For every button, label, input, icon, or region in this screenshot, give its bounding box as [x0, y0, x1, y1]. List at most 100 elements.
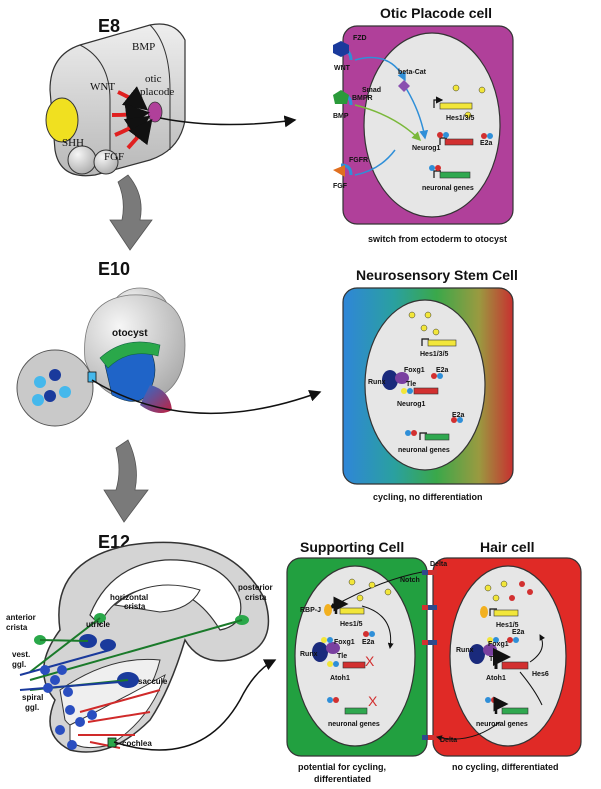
stem-runx: [382, 370, 398, 390]
supporting-caption-1: potential for cycling,: [298, 762, 386, 772]
supporting-foxg1-label: Foxg1: [334, 639, 355, 646]
utricle-label: utricle: [86, 620, 111, 629]
stem-hes-gene: [427, 339, 457, 347]
hair-hes-gene: [493, 609, 519, 617]
otic-beta-cat-label: beta-Cat: [398, 69, 427, 76]
bmp-ligand: [333, 90, 349, 104]
fgf-label: FGF: [104, 151, 124, 163]
supporting-runx-label: Runx: [300, 651, 318, 658]
supporting-atoh1-label: Atoh1: [330, 675, 350, 682]
stem-hes-label: Hes1/3/5: [420, 351, 449, 358]
progression-arrow-2: [103, 439, 149, 523]
hair-cell-panel: Hair cell Delta Delta Hes1/5 Runx Foxg1: [428, 539, 582, 772]
hair-tle-label: Tle: [489, 656, 499, 663]
otic-fzd-label: FZD: [353, 35, 367, 42]
spiral-ggl-label-1: spiral: [22, 693, 43, 702]
hair-panel-title: Hair cell: [480, 539, 534, 555]
supporting-neuronal-genes-label: neuronal genes: [328, 721, 380, 728]
otic-bmp-label: BMP: [333, 113, 349, 120]
supporting-hes-label: Hes1/5: [340, 621, 363, 628]
posterior-crista-label-1: posterior: [238, 583, 273, 592]
otic-neurog1-label: Neurog1: [412, 145, 441, 152]
stem-e2a-label-1: E2a: [436, 367, 449, 374]
hair-e2a-label: E2a: [512, 629, 525, 636]
stem-runx-label: Runx: [368, 379, 386, 386]
horizontal-crista-label-2: crista: [124, 602, 146, 611]
stem-e2a-label-2: E2a: [452, 412, 465, 419]
e10-otocyst: E10 otocyst: [16, 259, 322, 427]
stem-neurog1-gene: [413, 387, 439, 395]
otic-bmpr-label: BMPR: [352, 95, 373, 102]
hair-neuronal-genes-label: neuronal genes: [476, 721, 528, 728]
stage-label-e8: E8: [98, 16, 120, 36]
supporting-runx: [312, 642, 328, 662]
hair-foxg1-label: Foxg1: [488, 641, 509, 648]
supporting-notch-label: Notch: [400, 577, 420, 584]
supporting-tle-label: Tle: [337, 653, 347, 660]
otic-fgfr-label: FGFR: [349, 157, 368, 164]
hair-hes-label: Hes1/5: [496, 622, 519, 629]
otic-neurog1-gene: [439, 137, 474, 146]
neurosensory-stem-panel: Neurosensory Stem Cell Hes1/3/5 Runx Fox…: [342, 267, 518, 502]
hair-atoh1-gene: [501, 661, 529, 670]
vest-ggl-label-2: ggl.: [12, 660, 26, 669]
otic-placode-label-1: otic: [145, 73, 162, 85]
posterior-crista-label-2: crista: [245, 593, 267, 602]
shh-label: SHH: [62, 137, 84, 149]
hair-delta-bottom-label: Delta: [440, 737, 457, 744]
supporting-hes-gene: [339, 607, 365, 615]
shh-source: [45, 97, 79, 143]
hair-runx-label: Runx: [456, 647, 474, 654]
hair-atoh1-label: Atoh1: [486, 675, 506, 682]
stem-neuronal-genes-label: neuronal genes: [398, 447, 450, 454]
saccule-label: saccule: [138, 677, 168, 686]
supporting-atoh1-gene: [342, 661, 366, 669]
arrow-to-stem-panel: [91, 379, 322, 415]
supporting-x-1: X: [365, 653, 375, 669]
otic-neuronal-genes-label: neuronal genes: [422, 185, 474, 192]
otic-placode-spot: [147, 101, 163, 123]
stem-tle-label: Tle: [406, 381, 416, 388]
arrow-to-supporting-panel: [113, 659, 277, 751]
hair-neuronal-genes: [501, 707, 529, 715]
supporting-neuronal-genes: [344, 707, 368, 715]
supporting-e2a-label: E2a: [362, 639, 375, 646]
supporting-panel-title: Supporting Cell: [300, 539, 404, 555]
hair-hes6-label: Hes6: [532, 671, 549, 678]
otic-caption: switch from ectoderm to otocyst: [368, 234, 507, 244]
e12-inner-ear: E12 anterior cr: [6, 532, 277, 753]
spiral-ggl-label-2: ggl.: [25, 703, 39, 712]
stem-foxg1-label: Foxg1: [404, 367, 425, 374]
supporting-caption-2: differentiated: [314, 774, 371, 784]
otocyst-label: otocyst: [112, 328, 148, 339]
otic-wnt-label: WNT: [334, 65, 351, 72]
supporting-rbpj-label: RBP-J: [300, 607, 321, 614]
anterior-crista-label-1: anterior: [6, 613, 36, 622]
otic-hes-label: Hes1/3/5: [446, 115, 475, 122]
wnt-label: WNT: [90, 81, 115, 93]
bmp-label: BMP: [132, 41, 155, 53]
otic-hes-gene: [433, 96, 473, 110]
stem-neurog1-label: Neurog1: [397, 401, 426, 408]
hair-delta-top-label: Delta: [430, 561, 447, 568]
ganglion-disk: [16, 349, 94, 427]
supporting-rbpj: [324, 604, 332, 616]
horizontal-crista-label-1: horizontal: [110, 593, 148, 602]
cochlea-label: cochlea: [122, 739, 152, 748]
otic-neuronal-genes: [433, 170, 471, 179]
otic-e2a-label: E2a: [480, 140, 493, 147]
hair-caption: no cycling, differentiated: [452, 762, 559, 772]
arrow-to-otic-panel: [159, 115, 297, 128]
otic-fgf-label: FGF: [333, 183, 348, 190]
notochord: [67, 145, 97, 175]
endoderm: [93, 149, 119, 175]
otic-placode-label-2: placode: [140, 86, 174, 98]
hair-runx: [469, 644, 485, 664]
anterior-crista-label-2: crista: [6, 623, 28, 632]
progression-arrow-1: [109, 174, 153, 251]
fgf-ligand: [333, 165, 345, 177]
stem-caption: cycling, no differentiation: [373, 492, 483, 502]
stem-neuronal-genes: [424, 433, 450, 441]
supporting-cell-panel: Supporting Cell X X Notch RBP-J Hes1/5 R…: [286, 539, 431, 784]
